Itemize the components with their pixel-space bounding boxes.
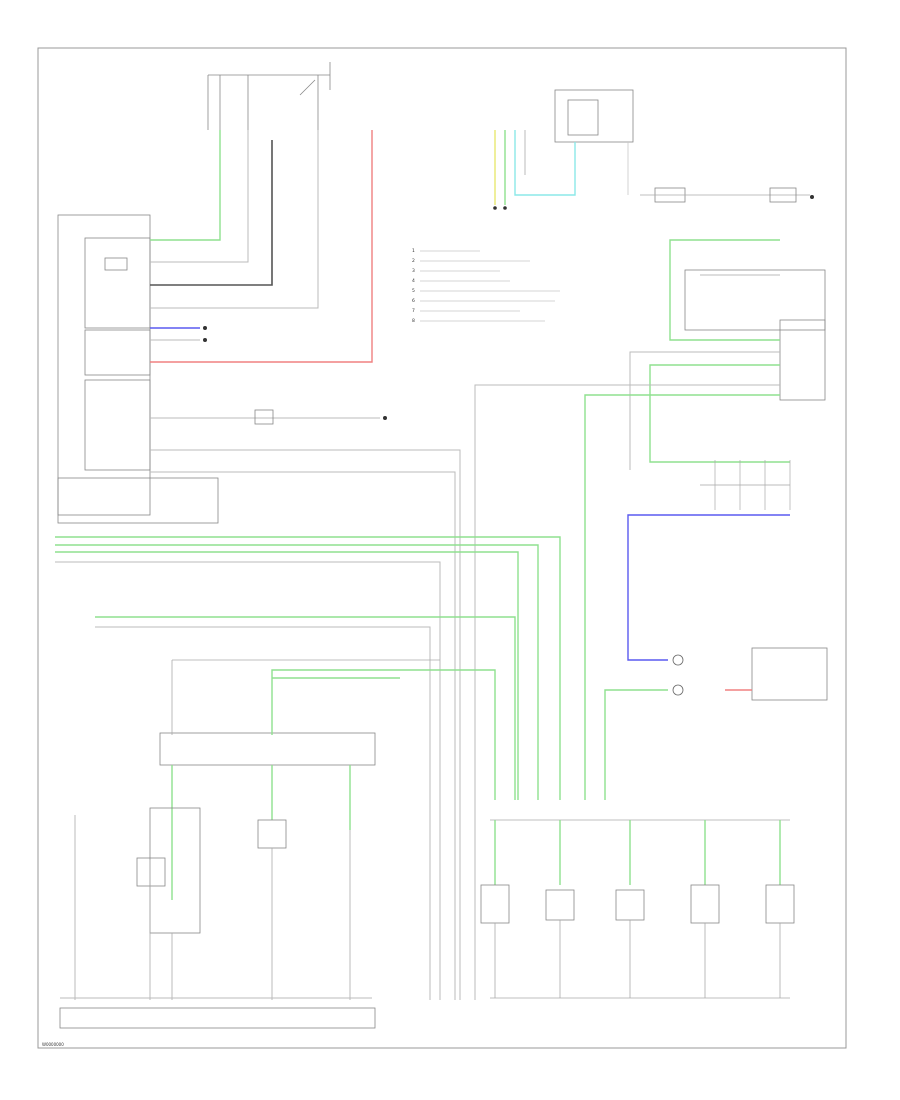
lower-ground-connector xyxy=(59,1007,376,1029)
wire-green-right-1 xyxy=(669,239,780,341)
right-module-outer xyxy=(684,269,826,331)
wire-green-bus-1 xyxy=(55,536,561,800)
wire-dark-top-3 xyxy=(150,140,273,286)
wire-blue-right xyxy=(627,514,790,661)
wire-red-top xyxy=(150,130,373,363)
wire-green-right-lower xyxy=(604,689,668,800)
wire-gray-bus-4 xyxy=(55,561,441,1000)
lower-relay-mid xyxy=(257,819,287,849)
main-module-icon xyxy=(104,257,128,271)
right-module-sensor xyxy=(779,319,826,401)
ground-icon-2 xyxy=(203,338,207,342)
top-switch-group xyxy=(207,62,331,130)
main-module-inner-2 xyxy=(84,329,151,376)
lower-module-4 xyxy=(690,884,720,924)
svg-text:2: 2 xyxy=(412,258,415,264)
wire-gray-right-3 xyxy=(629,351,780,470)
ground-icon-4 xyxy=(810,195,814,199)
main-module-inner-1 xyxy=(84,237,151,329)
wire-green-bus-2 xyxy=(55,544,539,800)
main-module-connector xyxy=(57,477,219,524)
wire-gray-low-1 xyxy=(150,449,461,1000)
wire-green-right-6 xyxy=(584,394,780,800)
right-lower-block xyxy=(751,647,828,701)
wire-gray-top-4 xyxy=(150,130,319,309)
wire-gray-right-5 xyxy=(474,384,780,1000)
wire-green-right-4 xyxy=(649,364,790,463)
top-relay-inner xyxy=(567,99,599,136)
svg-text:1: 1 xyxy=(412,248,415,254)
svg-text:7: 7 xyxy=(412,308,415,314)
motor-icon-1 xyxy=(672,654,684,666)
diagram-frame xyxy=(37,47,847,1049)
lower-module-1 xyxy=(480,884,510,924)
mid-connector-a xyxy=(254,409,274,425)
door-switch-b xyxy=(769,187,797,203)
wire-gray-top-2 xyxy=(150,130,249,263)
wire-gray-bus-6 xyxy=(95,626,431,1000)
wire-green-lower-1 xyxy=(271,669,496,800)
wire-cyan-top xyxy=(514,130,576,196)
lower-module-5 xyxy=(765,884,795,924)
top-relay-box xyxy=(554,89,634,143)
svg-text:4: 4 xyxy=(412,278,415,284)
svg-text:5: 5 xyxy=(412,288,415,294)
legend-list: 1 2 3 4 5 6 7 8 xyxy=(412,248,560,324)
svg-text:6: 6 xyxy=(412,298,415,304)
wire-gray-low-2 xyxy=(150,471,456,1000)
motor-icon-2 xyxy=(672,684,684,696)
lower-module-2 xyxy=(545,889,575,921)
lower-bridge-box xyxy=(159,732,376,766)
svg-text:3: 3 xyxy=(412,268,415,274)
main-module-inner-3 xyxy=(84,379,151,471)
ground-icon-1 xyxy=(203,326,207,330)
connector-dot-2 xyxy=(503,206,507,210)
wire-green-top-1 xyxy=(150,130,221,241)
wire-green-bus-5 xyxy=(95,616,516,800)
figure-id-label: W0000000 xyxy=(42,1042,64,1047)
lower-module-3 xyxy=(615,889,645,921)
connector-dot-1 xyxy=(493,206,497,210)
ground-icon-3 xyxy=(383,416,387,420)
wire-green-bus-3 xyxy=(55,551,519,800)
lower-relay-left-inner xyxy=(136,857,166,887)
lower-relay-left xyxy=(149,807,201,934)
svg-text:8: 8 xyxy=(412,318,415,324)
